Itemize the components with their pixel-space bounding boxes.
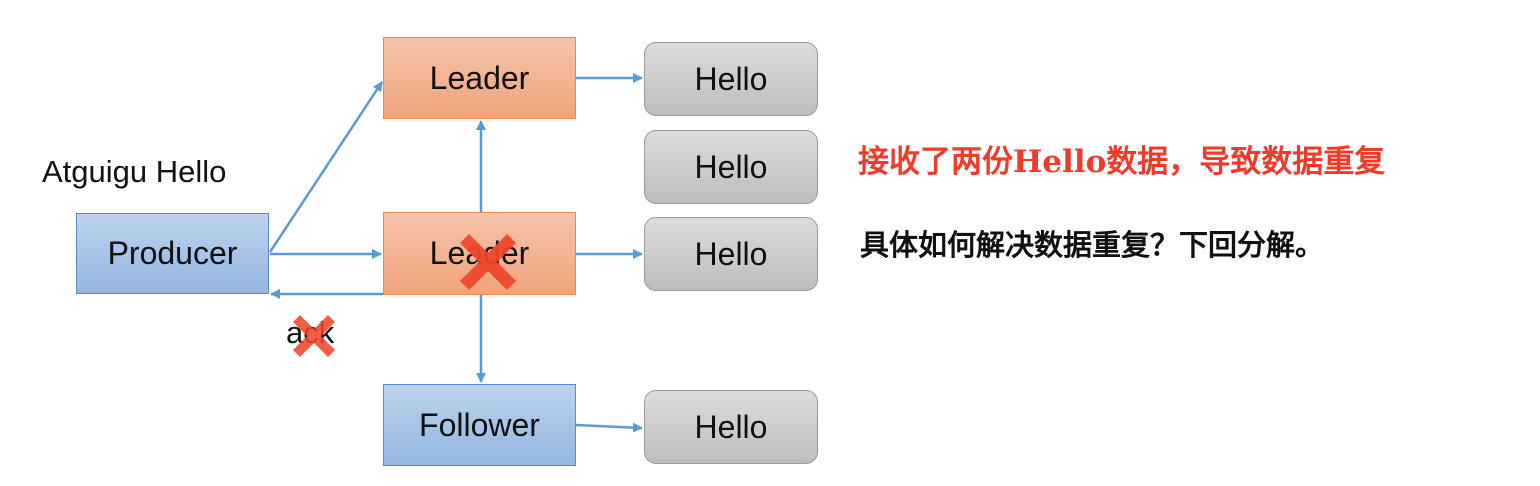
ack-failure-cross-icon — [293, 315, 335, 357]
hello-block: Hello — [644, 390, 818, 464]
leader-failure-cross-icon — [460, 234, 516, 290]
hello-label: Hello — [694, 60, 768, 97]
hello-block: Hello — [644, 42, 818, 116]
producer-label: Producer — [107, 235, 238, 271]
hello-label: Hello — [694, 408, 768, 445]
arrow-producer-to-leader-top — [268, 81, 384, 253]
arrow-follower-to-hello — [575, 422, 643, 433]
producer-node: Producer — [76, 213, 269, 294]
hello-block: Hello — [644, 130, 818, 204]
question-note: 具体如何解决数据重复？下回分解。 — [860, 228, 1325, 262]
follower-label: Follower — [419, 406, 540, 443]
hello-label: Hello — [694, 235, 768, 272]
hello-block: Hello — [644, 217, 818, 291]
message-label: Atguigu Hello — [42, 154, 227, 189]
follower-node: Follower — [383, 384, 576, 466]
leader-top-node: Leader — [383, 37, 576, 119]
hello-label: Hello — [694, 148, 768, 185]
leader-top-label: Leader — [429, 59, 530, 96]
duplicate-note: 接收了两份Hello数据，导致数据重复 — [858, 144, 1386, 180]
